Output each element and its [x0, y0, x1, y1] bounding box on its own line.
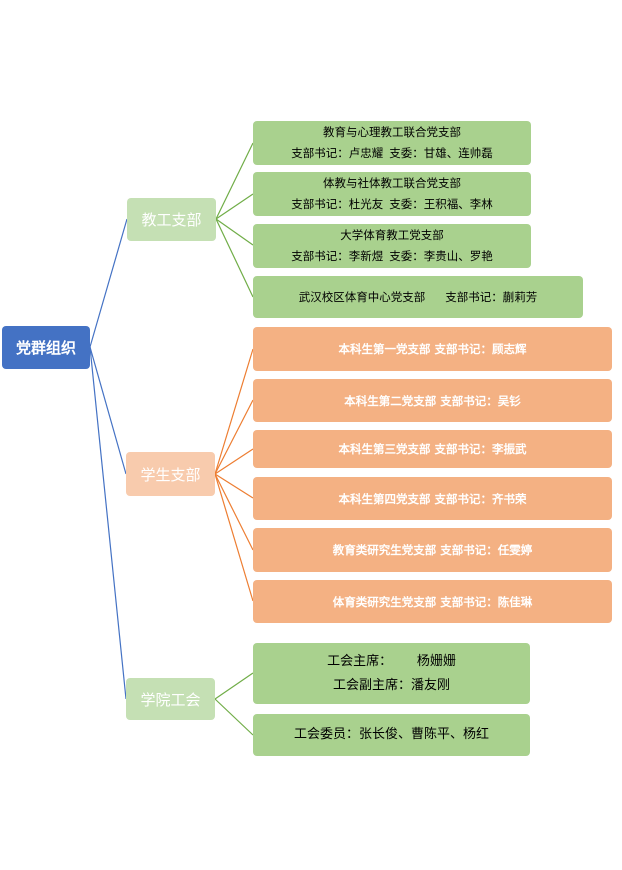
branch-teaching: 教工支部 [127, 198, 216, 241]
student-branch-label: 本科生第二党支部 支部书记：吴钐 [344, 393, 521, 408]
teaching-branch-secretary: 支部书记：蒯莉芳 [445, 289, 538, 304]
teaching-branch-members: 支委：甘雄、连帅磊 [389, 146, 493, 160]
student-branch-label: 本科生第三党支部 支部书记：李振武 [338, 442, 527, 456]
teaching-branch-title: 体教与社体教工联合党支部 [323, 176, 461, 190]
branch-student: 学生支部 [126, 452, 215, 496]
teaching-branch-secretary: 支部书记：卢忠耀 [291, 146, 384, 160]
student-branch-node: 教育类研究生党支部 支部书记：任雯婷 [253, 528, 612, 572]
student-branch-label: 本科生第一党支部 支部书记：顾志辉 [338, 342, 527, 356]
root-label: 党群组织 [15, 339, 76, 357]
student-branch-node: 本科生第二党支部 支部书记：吴钐 [253, 379, 612, 422]
connector-student-6 [214, 473, 254, 602]
connector-student-2 [214, 399, 254, 475]
teaching-branch-node: 武汉校区体育中心党支部 支部书记：蒯莉芳 [253, 276, 583, 318]
branch-student-label: 学生支部 [140, 465, 201, 484]
connector-student-1 [214, 348, 254, 475]
teaching-branch-node: 体教与社体教工联合党支部 支部书记：杜光友 支委：王积福、李林 [253, 172, 531, 216]
connector-teaching-3 [215, 218, 254, 246]
student-branch-label: 教育类研究生党支部 支部书记：任雯婷 [332, 543, 533, 557]
connector-root-teaching [89, 218, 128, 348]
union-leaders-node: 工会主席： 杨姗姗 工会副主席：潘友刚 [253, 643, 530, 704]
student-branch-label: 体育类研究生党支部 支部书记：陈佳琳 [332, 594, 533, 609]
teaching-branch-members: 支委：李贵山、罗艳 [389, 249, 493, 263]
teaching-branch-node: 大学体育教工党支部 支部书记：李新煜 支委：李贵山、罗艳 [253, 224, 531, 268]
union-members: 工会委员：张长俊、曹陈平、杨红 [293, 727, 489, 742]
connector-teaching-4 [215, 218, 254, 298]
student-branch-label: 本科生第四党支部 支部书记：齐书荣 [338, 491, 527, 506]
union-members-node: 工会委员：张长俊、曹陈平、杨红 [253, 714, 530, 756]
branch-union: 学院工会 [126, 678, 215, 720]
branch-union-label: 学院工会 [140, 690, 201, 709]
student-branch-node: 本科生第一党支部 支部书记：顾志辉 [253, 327, 612, 371]
teaching-branch-title: 教育与心理教工联合党支部 [323, 125, 461, 139]
connector-student-5 [214, 473, 254, 551]
teaching-branch-secretary: 支部书记：李新煜 [291, 249, 384, 263]
teaching-branch-node: 教育与心理教工联合党支部 支部书记：卢忠耀 支委：甘雄、连帅磊 [253, 121, 531, 165]
student-branch-node: 本科生第四党支部 支部书记：齐书荣 [253, 477, 612, 520]
teaching-branch-secretary: 支部书记：杜光友 [291, 197, 384, 211]
connector-student-4 [214, 473, 254, 499]
branch-teaching-label: 教工支部 [141, 211, 202, 229]
connector-student-3 [214, 448, 254, 475]
connector-teaching-2 [215, 193, 254, 220]
connector-union-1 [214, 672, 254, 700]
teaching-branch-members: 支委：王积福、李林 [389, 197, 493, 211]
connector-teaching-1 [215, 142, 254, 220]
student-branch-node: 本科生第三党支部 支部书记：李振武 [253, 430, 612, 468]
teaching-branch-title: 武汉校区体育中心党支部 [298, 289, 426, 304]
connector-root-union [89, 346, 127, 700]
teaching-branch-title: 大学体育教工党支部 [340, 228, 444, 242]
student-branch-node: 体育类研究生党支部 支部书记：陈佳琳 [253, 580, 612, 623]
union-chair: 工会主席： 杨姗姗 [327, 653, 456, 669]
root-node: 党群组织 [2, 326, 90, 369]
connector-union-2 [214, 698, 254, 736]
connector-root-student [89, 346, 127, 475]
union-vice-chair: 工会副主席：潘友刚 [332, 677, 450, 693]
